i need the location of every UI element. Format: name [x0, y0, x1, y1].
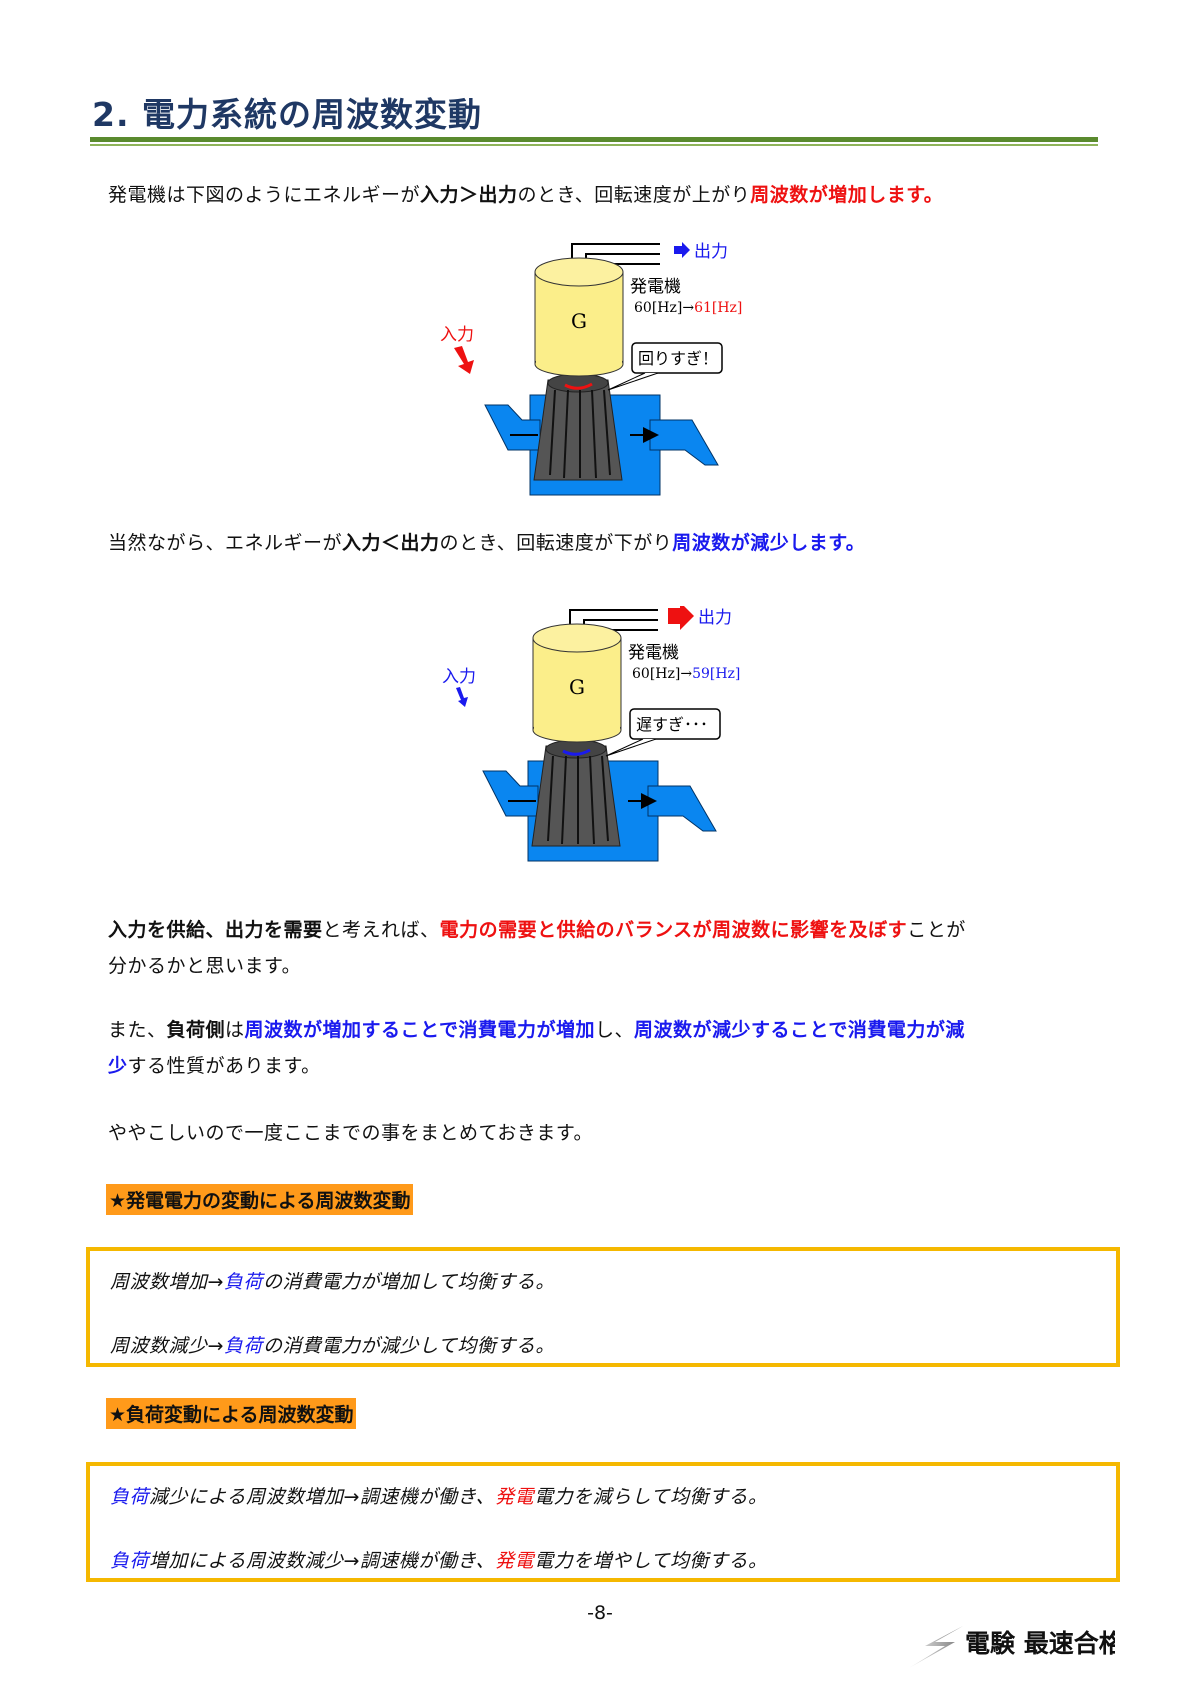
- text-bold: 負荷側: [166, 1019, 226, 1041]
- text-red: 発電: [495, 1550, 535, 1572]
- paragraph-1: 発電機は下図のようにエネルギーが入力＞出力のとき、回転速度が上がり周波数が増加し…: [108, 177, 1108, 213]
- input-arrow-icon: [454, 346, 474, 374]
- output-arrow-icon: [674, 242, 690, 258]
- text: する性質があります。: [127, 1055, 321, 1077]
- text-bold: 入力＞出力: [420, 184, 518, 206]
- paragraph-2: 当然ながら、エネルギーが入力＜出力のとき、回転速度が下がり周波数が減少します。: [108, 525, 1108, 561]
- input-arrow-icon: [456, 687, 468, 707]
- text-blue: 周波数が増加することで消費電力が増加: [244, 1019, 595, 1041]
- summary-box-2: 負荷減少による周波数増加→調速機が働き、発電電力を減らして均衡する。 負荷増加に…: [86, 1462, 1120, 1582]
- section-heading-1: ★発電電力の変動による周波数変動: [106, 1184, 414, 1215]
- text: 減少による周波数増加→調速機が働き、: [149, 1486, 496, 1508]
- input-label: 入力: [442, 667, 476, 687]
- text-blue: 負荷: [223, 1335, 263, 1357]
- text-blue: 負荷: [110, 1550, 150, 1572]
- speech-bubble: 回りすぎ！: [607, 342, 723, 391]
- text-red: 発電: [495, 1486, 535, 1508]
- generator-diagram-decrease: 出力 G 発電機 60[Hz]→59[Hz] 遅すぎ･･･ 入力: [442, 606, 740, 862]
- text: 周波数増加→: [110, 1271, 224, 1293]
- logo: 電験 最速合格: [909, 1626, 1115, 1668]
- text: ことが: [907, 919, 966, 941]
- section-heading-2: ★負荷変動による周波数変動: [106, 1398, 357, 1429]
- text: 分かるかと思います。: [108, 955, 302, 977]
- generator: G: [534, 257, 624, 377]
- text: は: [225, 1019, 245, 1041]
- text-red: 電力の需要と供給のバランスが周波数に影響を及ぼす: [439, 919, 908, 941]
- text: の消費電力が減少して均衡する。: [262, 1335, 555, 1357]
- generator-diagram-increase: 出力 G 発電機 60[Hz]→61[Hz] 回りすぎ！ 入力: [440, 242, 742, 496]
- page-number: -8-: [587, 1602, 613, 1624]
- title-rule: [90, 137, 1098, 142]
- paragraph-5: ややこしいので一度ここまでの事をまとめておきます。: [108, 1122, 594, 1144]
- summary-line: 負荷増加による周波数減少→調速機が働き、発電電力を増やして均衡する。: [110, 1546, 768, 1573]
- paragraph-3: 入力を供給、出力を需要と考えれば、電力の需要と供給のバランスが周波数に影響を及ぼ…: [108, 912, 1108, 984]
- output-label: 出力: [694, 242, 728, 262]
- text: また、: [108, 1019, 167, 1041]
- text-blue: 負荷: [223, 1271, 263, 1293]
- text-bold: 出力を需要: [225, 919, 323, 941]
- page-title: 2. 電力系統の周波数変動: [92, 95, 482, 134]
- paragraph-4: また、負荷側は周波数が増加することで消費電力が増加し、周波数が減少することで消費…: [108, 1012, 1108, 1084]
- text: し、: [594, 1019, 634, 1041]
- text: 当然ながら、エネルギーが: [108, 532, 343, 554]
- summary-line: 周波数減少→負荷の消費電力が減少して均衡する。: [110, 1331, 555, 1358]
- text: のとき、回転速度が下がり: [439, 532, 673, 554]
- text-blue: 少: [108, 1055, 128, 1077]
- text: 、: [205, 919, 226, 941]
- text-blue: 負荷: [110, 1486, 150, 1508]
- text: 発電機は下図のようにエネルギーが: [108, 184, 421, 206]
- text: 電力を増やして均衡する。: [534, 1550, 768, 1572]
- text-bold: 入力＜出力: [342, 532, 440, 554]
- text: のとき、回転速度が上がり: [517, 184, 751, 206]
- text: 電力を減らして均衡する。: [534, 1486, 768, 1508]
- svg-text:G: G: [571, 309, 587, 333]
- speech-bubble: 遅すぎ･･･: [605, 708, 721, 757]
- text-blue: 周波数が減少します。: [672, 532, 866, 554]
- frequency-label: 60[Hz]→59[Hz]: [632, 666, 740, 682]
- text-bold: 入力を供給: [108, 919, 206, 941]
- output-label: 出力: [698, 608, 732, 628]
- output-arrow-icon: [668, 606, 694, 630]
- lightning-icon: [909, 1626, 963, 1668]
- svg-text:回りすぎ！: 回りすぎ！: [638, 349, 718, 368]
- svg-text:G: G: [569, 675, 585, 699]
- input-label: 入力: [440, 325, 474, 345]
- logo-text: 電験 最速合格: [965, 1629, 1115, 1658]
- generator: G: [532, 623, 622, 743]
- frequency-label: 60[Hz]→61[Hz]: [634, 300, 742, 316]
- text: と考えれば、: [322, 919, 440, 941]
- text: 周波数減少→: [110, 1335, 224, 1357]
- text: 増加による周波数減少→調速機が働き、: [149, 1550, 496, 1572]
- text: の消費電力が増加して均衡する。: [262, 1271, 555, 1293]
- title-rule-thin: [90, 144, 1098, 146]
- summary-line: 負荷減少による周波数増加→調速機が働き、発電電力を減らして均衡する。: [110, 1482, 768, 1509]
- svg-text:遅すぎ･･･: 遅すぎ･･･: [636, 715, 708, 734]
- generator-label: 発電機: [630, 277, 681, 297]
- text-blue: 周波数が減少することで消費電力が減: [634, 1019, 965, 1041]
- generator-label: 発電機: [628, 643, 679, 663]
- summary-box-1: 周波数増加→負荷の消費電力が増加して均衡する。 周波数減少→負荷の消費電力が減少…: [86, 1247, 1120, 1367]
- summary-line: 周波数増加→負荷の消費電力が増加して均衡する。: [110, 1267, 555, 1294]
- text-red: 周波数が増加します。: [750, 184, 944, 206]
